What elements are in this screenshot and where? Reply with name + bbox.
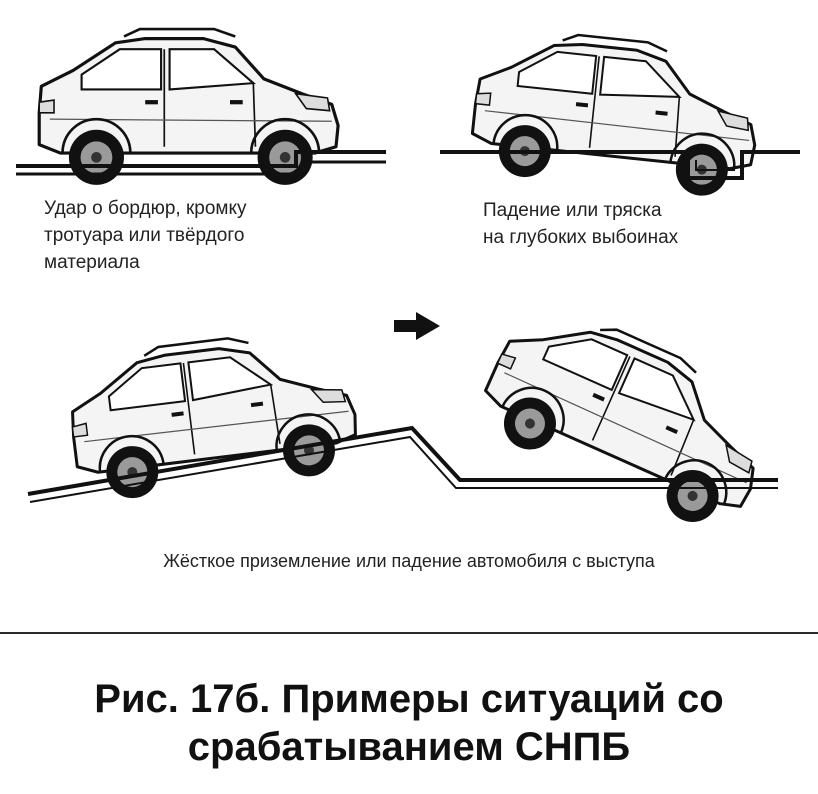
divider [0,632,818,634]
caption-hard-landing: Жёсткое приземление или падение автомоби… [163,551,655,571]
caption-line: Падение или тряска [483,200,662,221]
situations-illustration [16,23,800,542]
figure-title-line: Рис. 17б. Примеры ситуаций со [94,677,724,721]
caption-line: тротуара или твёрдого [44,225,245,246]
caption-line: Удар о бордюр, кромку [44,198,247,219]
caption-curb-strike: Удар о бордюр, кромку тротуара или твёрд… [44,195,247,276]
car-icon [468,289,789,542]
caption-pothole: Падение или тряска на глубоких выбоинах [483,197,678,251]
figure-title: Рис. 17б. Примеры ситуаций со срабатыван… [0,675,818,771]
car-icon [37,27,340,187]
figure-title-line: срабатыванием СНПБ [187,725,631,769]
caption-line: материала [44,252,140,273]
scene-pothole [440,23,800,203]
car-icon [62,322,364,506]
arrow-right-icon [394,312,440,340]
scene-hard-landing [27,289,789,542]
car-icon [466,23,766,203]
scene-curb-strike [16,27,386,187]
caption-line: на глубоких выбоинах [483,227,679,248]
